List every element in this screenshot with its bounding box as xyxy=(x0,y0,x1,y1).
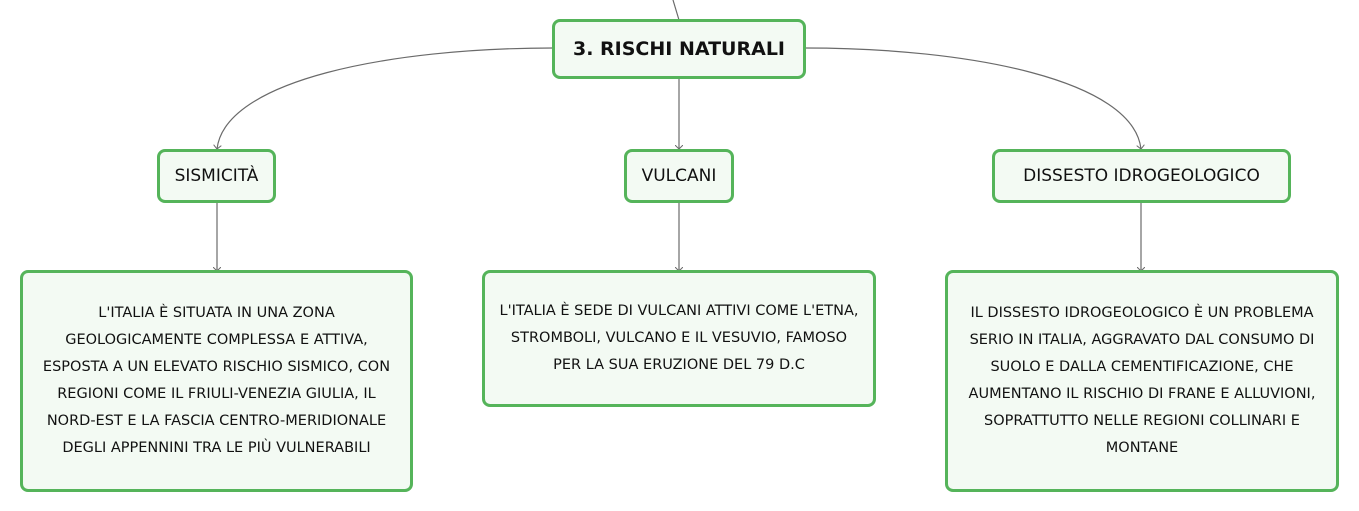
branch-node-label: SISMICITÀ xyxy=(174,166,259,186)
detail-node-text: L'ITALIA È SITUATA IN UNA ZONA GEOLOGICA… xyxy=(42,305,391,456)
detail-node-sismicita[interactable]: L'ITALIA È SITUATA IN UNA ZONA GEOLOGICA… xyxy=(20,270,413,492)
detail-node-vulcani[interactable]: L'ITALIA È SEDE DI VULCANI ATTIVI COME L… xyxy=(482,270,876,407)
branch-node-sismicita[interactable]: SISMICITÀ xyxy=(157,149,276,203)
detail-node-dissesto-idrogeologico[interactable]: IL DISSESTO IDROGEOLOGICO È UN PROBLEMA … xyxy=(945,270,1339,492)
connector-root-to-dissesto xyxy=(804,47,1141,149)
branch-node-label: DISSESTO IDROGEOLOGICO xyxy=(1023,166,1260,186)
detail-node-text: L'ITALIA È SEDE DI VULCANI ATTIVI COME L… xyxy=(499,303,859,373)
detail-node-text: IL DISSESTO IDROGEOLOGICO È UN PROBLEMA … xyxy=(968,305,1316,456)
root-node-label: 3. RISCHI NATURALI xyxy=(573,38,785,60)
branch-node-dissesto-idrogeologico[interactable]: DISSESTO IDROGEOLOGICO xyxy=(992,149,1291,203)
connector-root-to-sismicita xyxy=(217,47,554,149)
connector-parent-to-root xyxy=(672,0,680,21)
branch-node-label: VULCANI xyxy=(641,166,717,186)
branch-node-vulcani[interactable]: VULCANI xyxy=(624,149,734,203)
root-node[interactable]: 3. RISCHI NATURALI xyxy=(552,19,806,79)
